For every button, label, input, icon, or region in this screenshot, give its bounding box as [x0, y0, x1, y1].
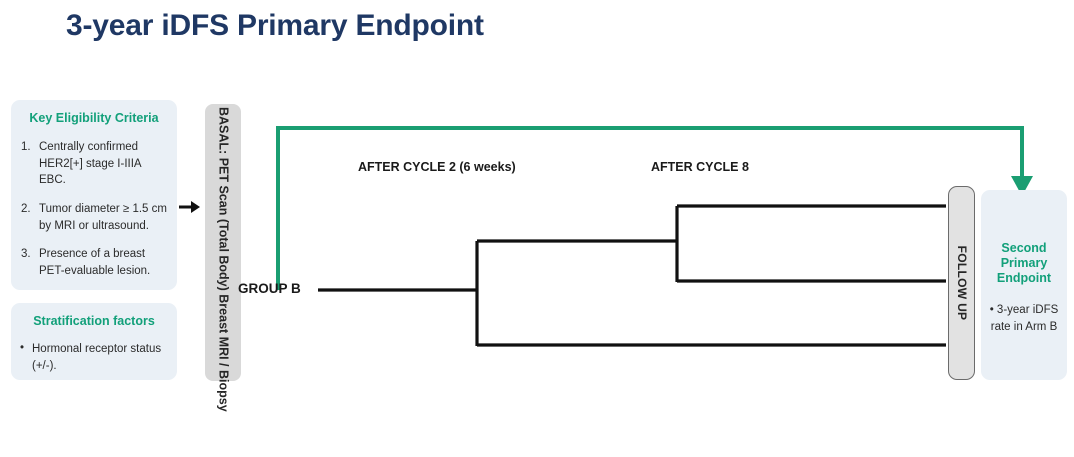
endpoint-list: • 3-year iDFS rate in Arm B [981, 302, 1067, 334]
list-item: 3. Presence of a breast PET-evaluable le… [19, 246, 169, 279]
stratification-list: • Hormonal receptor status (+/-). [19, 341, 169, 374]
eligibility-heading: Key Eligibility Criteria [29, 111, 159, 125]
list-item-text: Centrally confirmed HER2[+] stage I-IIIA… [39, 141, 141, 187]
list-item: • Hormonal receptor status (+/-). [19, 341, 169, 374]
eligibility-criteria-panel: Key Eligibility Criteria 1. Centrally co… [11, 100, 177, 290]
list-item-text: Tumor diameter ≥ 1.5 cm by MRI or ultras… [39, 203, 167, 232]
after-cycle-8-label: AFTER CYCLE 8 [651, 160, 749, 174]
after-cycle-2-label: AFTER CYCLE 2 (6 weeks) [358, 160, 516, 174]
eligibility-list: 1. Centrally confirmed HER2[+] stage I-I… [19, 139, 169, 280]
list-item-text: Hormonal receptor status (+/-). [32, 343, 162, 372]
follow-up-label: FOLLOW UP [954, 245, 969, 321]
bullet-icon: • [20, 342, 25, 354]
list-item: 1. Centrally confirmed HER2[+] stage I-I… [19, 139, 169, 189]
list-item: 2. Tumor diameter ≥ 1.5 cm by MRI or ult… [19, 201, 169, 234]
second-primary-endpoint-panel: Second Primary Endpoint • 3-year iDFS ra… [981, 190, 1067, 380]
green-endpoint-path [276, 126, 1024, 290]
basal-label: BASAL: PET Scan (Total Body) Breast MRI … [216, 106, 231, 412]
group-b-label: GROUP B [238, 281, 301, 296]
endpoint-heading: Second Primary Endpoint [996, 241, 1052, 286]
right-arrow-icon [179, 201, 200, 213]
list-item: • 3-year iDFS rate in Arm B [989, 304, 1059, 333]
basal-assessment-box: BASAL: PET Scan (Total Body) Breast MRI … [205, 104, 241, 412]
stratification-heading: Stratification factors [33, 314, 155, 328]
page-title: 3-year iDFS Primary Endpoint [66, 9, 484, 42]
stratification-factors-panel: Stratification factors • Hormonal recept… [11, 303, 177, 380]
list-item-number: 1. [21, 141, 31, 153]
list-item-text: Presence of a breast PET-evaluable lesio… [39, 248, 151, 278]
list-item-number: 2. [21, 203, 31, 216]
list-item-number: 3. [21, 248, 31, 261]
follow-up-box: FOLLOW UP [948, 186, 975, 380]
